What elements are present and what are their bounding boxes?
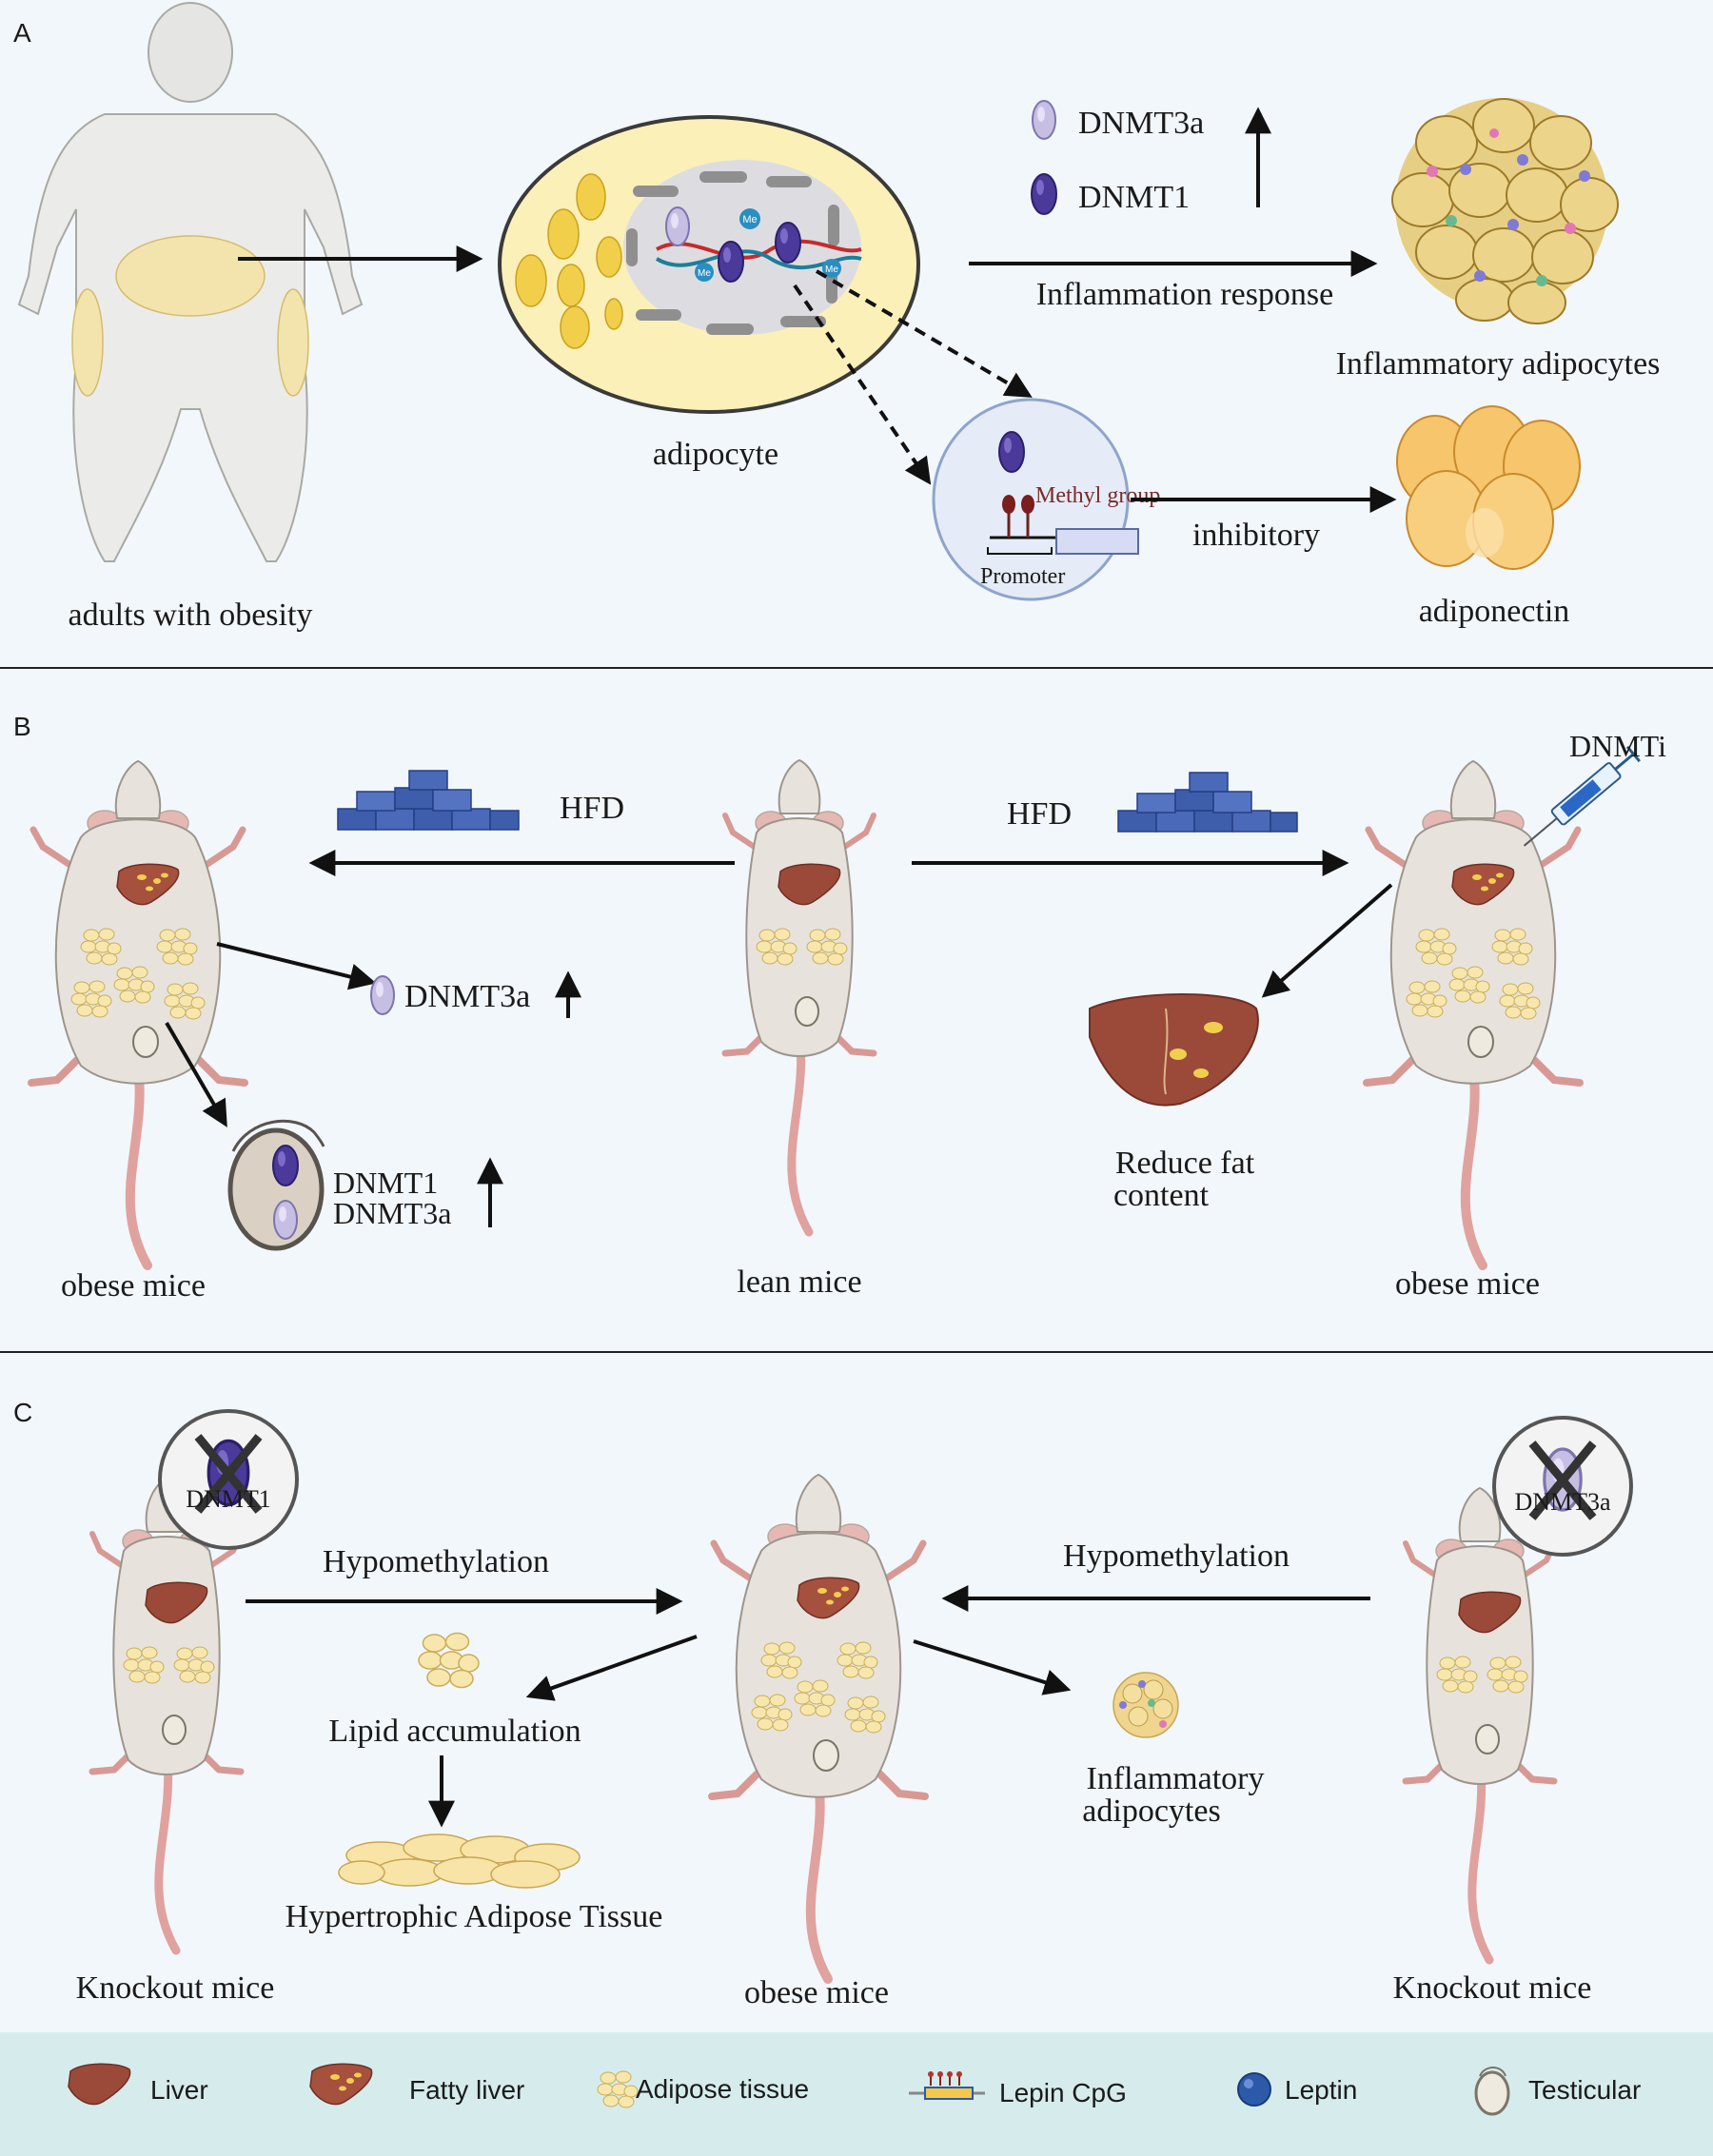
human-figure: [17, 2, 364, 562]
hfd-pellets-right: [1117, 772, 1298, 833]
arrow-to-liver-b: [1261, 883, 1393, 998]
syringe-icon: [1523, 745, 1642, 847]
legend-leptin-icon: [1237, 2072, 1271, 2107]
lean-mice-label: lean mice: [737, 1264, 861, 1300]
obese-mice-left-label: obese mice: [61, 1268, 206, 1303]
legend-testicular-label: Testicular: [1528, 2075, 1641, 2105]
dnmt3a-label-b: DNMT3a: [404, 979, 530, 1014]
me-tag-1: Me: [742, 214, 757, 225]
panel-c-letter: C: [13, 1398, 32, 1427]
inflammatory-adipocytes-icon-c: [1112, 1672, 1179, 1738]
legend-testicular-icon: [1474, 2067, 1510, 2116]
promoter-diagram: [932, 398, 1139, 601]
lipid-accumulation-label: Lipid accumulation: [328, 1714, 581, 1749]
cell-dnmt3a-label: DNMT3a: [333, 1196, 451, 1230]
dnmt3a-icon: [1032, 100, 1056, 140]
dashed-arrow-right: [815, 269, 1033, 398]
human-label: adults with obesity: [69, 598, 313, 633]
adiponectin-label: adiponectin: [1419, 594, 1570, 629]
inflammatory-adipocytes-cluster: [1391, 98, 1619, 324]
legend-bar: [0, 2032, 1713, 2156]
dnmt3a-icon-b: [370, 975, 395, 1015]
arrow-to-testis-cell: [165, 1021, 227, 1127]
arrow-to-dnmt3a-b: [216, 942, 377, 990]
methyl-group-label: Methyl group: [1035, 483, 1160, 508]
me-tag-2: Me: [698, 268, 711, 279]
hypertrophic-label: Hypertrophic Adipose Tissue: [286, 1899, 663, 1934]
legend-fatty-liver-label: Fatty liver: [409, 2075, 524, 2105]
legend-lepin-cpg-icon: [909, 2071, 985, 2100]
inflammatory-adipocytes-label: Inflammatory adipocytes: [1336, 346, 1661, 382]
dashed-arrow-down: [793, 284, 932, 485]
dnmt3a-knockout-badge: [1492, 1416, 1633, 1557]
hypomethylation-left-label: Hypomethylation: [323, 1544, 549, 1579]
inflammatory-c-line1: Inflammatory: [1087, 1761, 1265, 1796]
legend-liver-label: Liver: [150, 2075, 208, 2105]
ko-dnmt3a-label: DNMT3a: [1514, 1488, 1611, 1516]
knockout-mice-left-label: Knockout mice: [76, 1970, 275, 2006]
hypertrophic-tissue-icon: [338, 1833, 581, 1889]
obese-mice-right-label: obese mice: [1395, 1266, 1540, 1302]
hfd-label-right: HFD: [1007, 796, 1072, 832]
dnmt1-icon: [1031, 173, 1057, 215]
inflammatory-c-line2: adipocytes: [1082, 1793, 1220, 1829]
obese-mice-center-label: obese mice: [744, 1975, 889, 2010]
adipocyte-label: adipocyte: [653, 437, 778, 472]
adipocyte-cell: Me Me Me: [498, 115, 920, 414]
inhibitory-label: inhibitory: [1192, 518, 1320, 553]
hfd-pellets-left: [337, 770, 520, 831]
dnmt3a-label-a: DNMT3a: [1078, 106, 1204, 141]
legend-lepin-cpg-label: Lepin CpG: [999, 2078, 1127, 2107]
testicular-cell: [227, 1119, 325, 1251]
panel-b-letter: B: [13, 712, 31, 741]
knockout-mice-right-label: Knockout mice: [1393, 1970, 1592, 2006]
legend-adipose-label: Adipose tissue: [636, 2074, 809, 2104]
me-tag-3: Me: [825, 265, 838, 275]
hfd-label-left: HFD: [560, 791, 624, 826]
hypomethylation-right-label: Hypomethylation: [1063, 1539, 1290, 1574]
arrow-to-lipid: [525, 1635, 698, 1701]
cell-dnmt1-label: DNMT1: [333, 1166, 438, 1200]
reduced-fat-liver: [1089, 993, 1259, 1107]
arrow-to-inflammatory-c: [913, 1639, 1072, 1695]
reduce-fat-line2: content: [1113, 1178, 1210, 1213]
dnmti-label: DNMTi: [1569, 729, 1666, 763]
inflammation-response-label: Inflammation response: [1036, 277, 1334, 312]
dnmt1-knockout-badge: [158, 1409, 299, 1550]
reduce-fat-line1: Reduce fat: [1115, 1146, 1255, 1181]
ko-dnmt1-label: DNMT1: [186, 1485, 271, 1513]
adiponectin-cluster: [1396, 405, 1581, 570]
promoter-label: Promoter: [980, 564, 1065, 589]
dnmt1-label-a: DNMT1: [1078, 180, 1190, 215]
legend-leptin-label: Leptin: [1285, 2075, 1357, 2105]
panel-a-letter: A: [13, 18, 31, 48]
